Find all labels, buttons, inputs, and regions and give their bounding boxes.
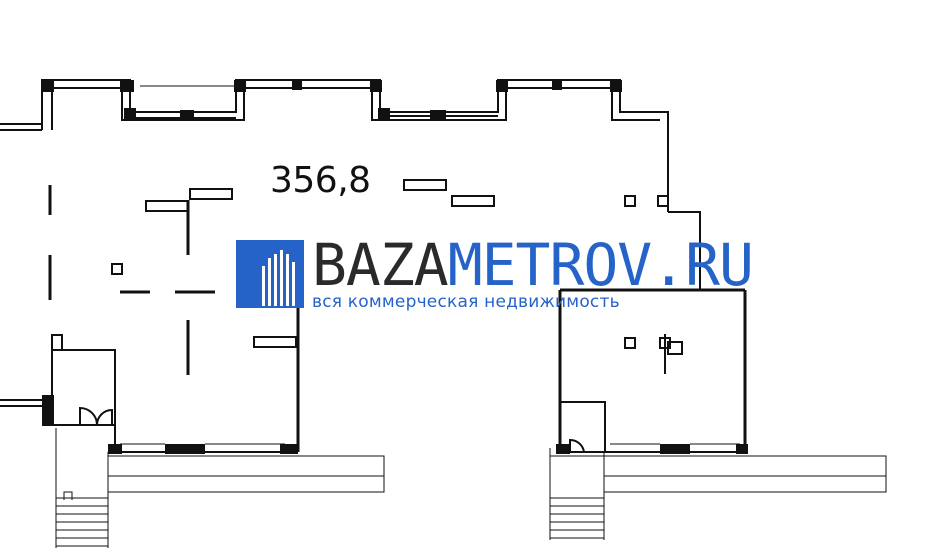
outer-wall-inner xyxy=(51,87,660,130)
area-label: 356,8 xyxy=(270,160,371,201)
bazametrov-logo-icon xyxy=(236,240,304,308)
brand-part-blue: METROV.RU xyxy=(447,231,754,299)
watermark-tagline: вся коммерческая недвижимость xyxy=(312,292,620,312)
brand-part-dark: BAZA xyxy=(312,231,449,299)
